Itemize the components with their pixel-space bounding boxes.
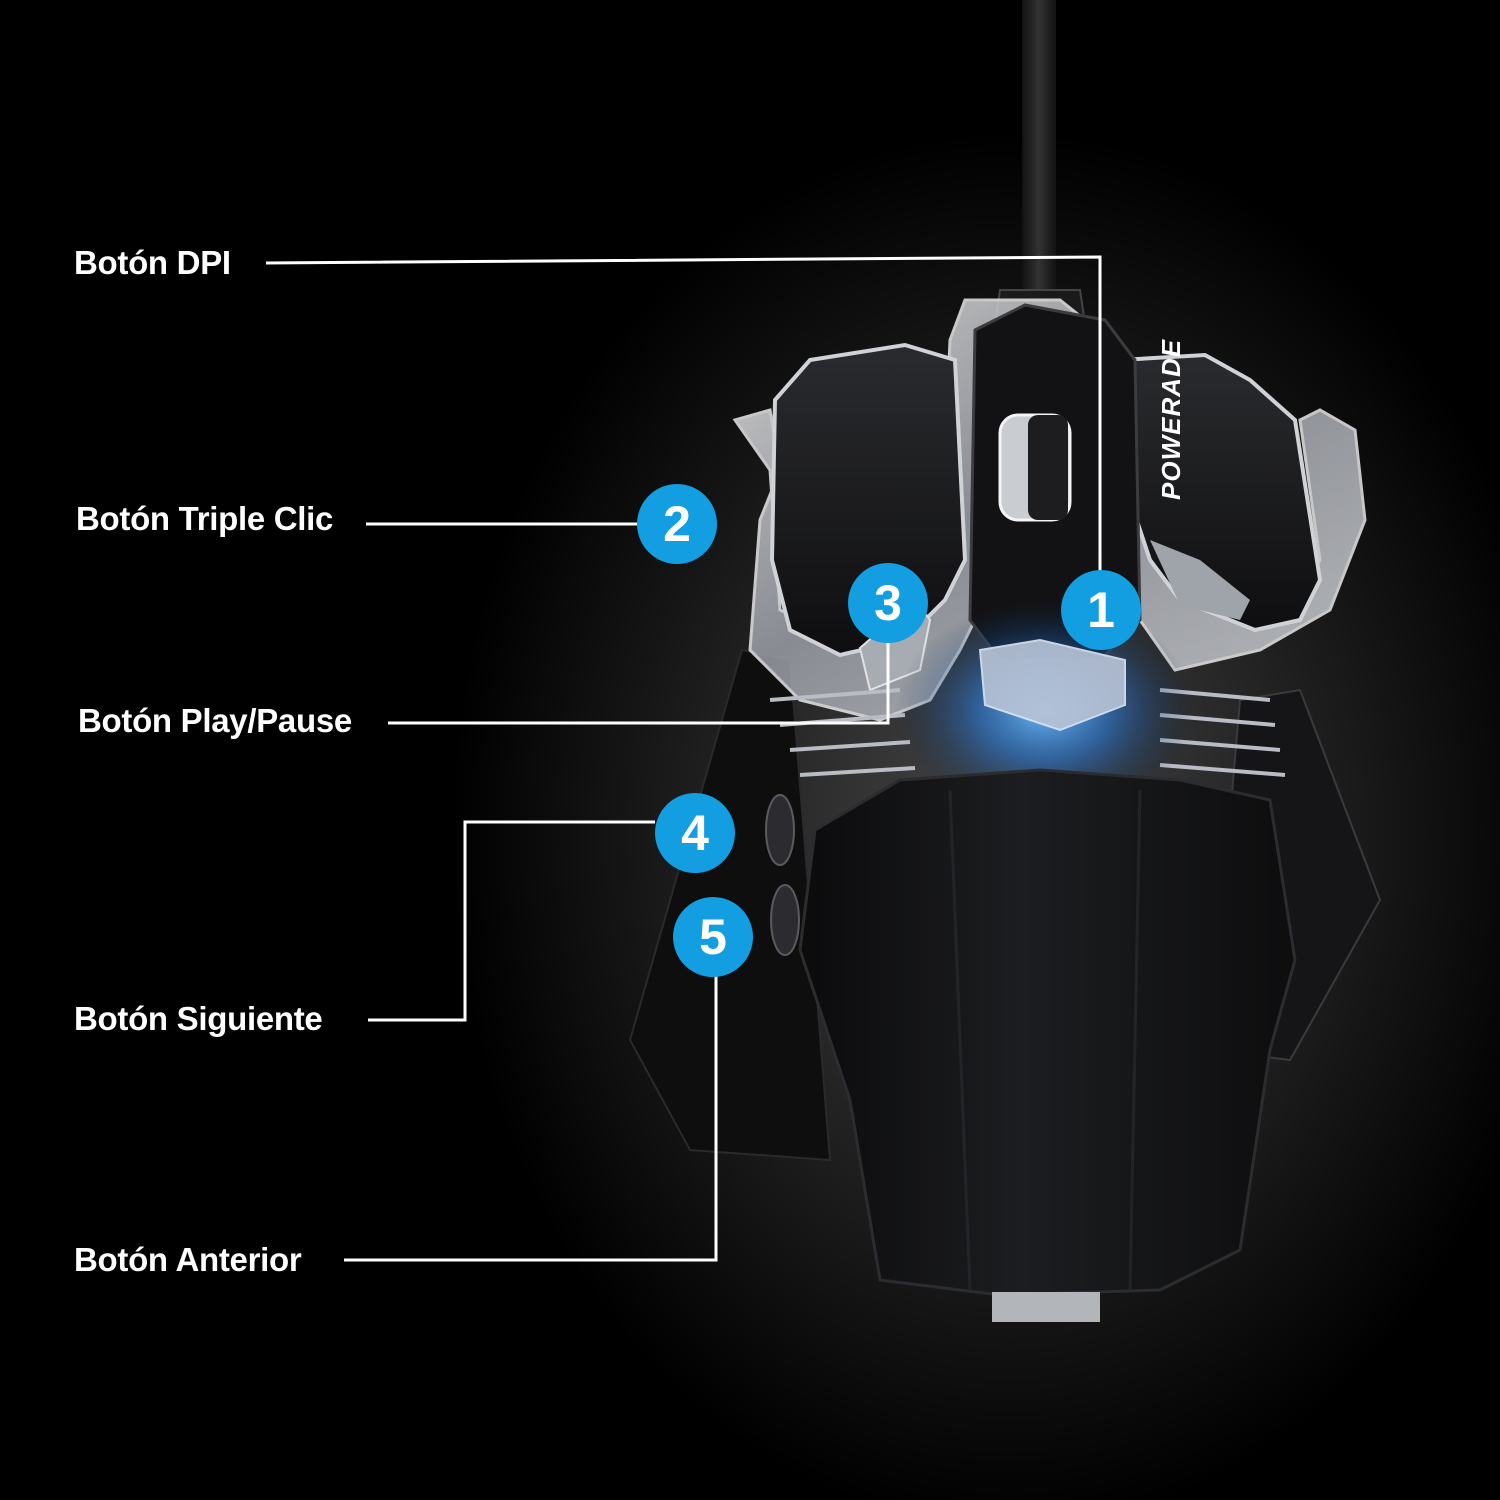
badge-2: 2 [637, 484, 717, 564]
palm-crease-left [948, 789, 972, 1291]
previous-button-label: Botón Anterior [74, 1241, 302, 1278]
next-button-label: Botón Siguiente [74, 1000, 323, 1037]
badge-5: 5 [673, 897, 753, 977]
dpi-leader-line [265, 255, 1102, 585]
right-accent-panel [1150, 540, 1250, 620]
badge-1: 1 [1061, 570, 1141, 650]
triple-click-button-label: Botón Triple Clic [76, 500, 334, 537]
dpi-button[interactable] [978, 638, 1126, 732]
rear-weight-tab [992, 1292, 1100, 1322]
dpi-button-label: Botón DPI [74, 244, 231, 281]
next-leader-line [368, 820, 655, 1022]
previous-button[interactable] [770, 884, 800, 956]
leader-lines [265, 255, 1102, 1262]
previous-leader-line [344, 975, 718, 1262]
badge-4: 4 [655, 793, 735, 873]
palm-rest [798, 768, 1297, 1297]
badge-3: 3 [848, 563, 928, 643]
mouse-cable [1022, 0, 1056, 300]
play-pause-leader-line [388, 640, 890, 725]
palm-crease-right [1128, 789, 1142, 1291]
brand-logo: POWERADE [1156, 339, 1186, 500]
next-button[interactable] [765, 794, 795, 866]
play-pause-button-label: Botón Play/Pause [78, 702, 352, 739]
scroll-wheel-grip [1028, 415, 1068, 520]
